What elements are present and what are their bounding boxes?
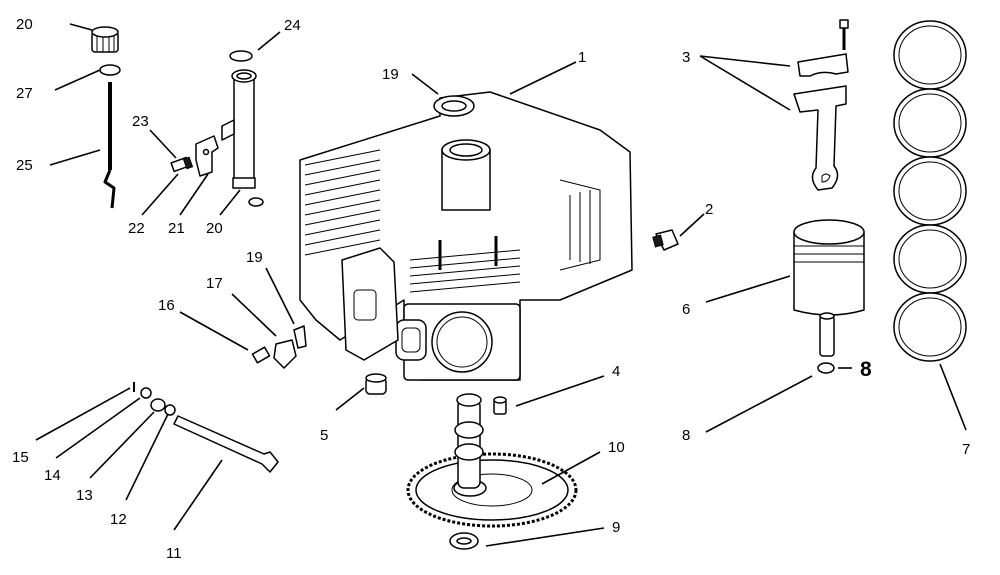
callout-8: 8 xyxy=(682,427,690,444)
connecting-rod xyxy=(793,85,847,191)
callout-11: 11 xyxy=(166,545,182,562)
oil-fill-cap xyxy=(91,26,119,53)
callout-23: 23 xyxy=(132,113,149,130)
callout-24: 24 xyxy=(284,17,301,34)
governor-lever xyxy=(273,339,297,369)
callout-1: 1 xyxy=(578,49,586,66)
callout-3: 3 xyxy=(682,49,690,66)
valve-tappet-right xyxy=(493,396,507,415)
callout-8-bold: 8 xyxy=(860,358,872,381)
cylinder-block xyxy=(299,91,633,381)
governor-bushing xyxy=(150,398,166,412)
callout-22: 22 xyxy=(128,220,145,237)
callout-17: 17 xyxy=(206,275,223,292)
callout-2: 2 xyxy=(705,201,713,218)
piston-pin xyxy=(819,312,835,357)
governor-lever-bolt xyxy=(251,346,271,364)
bracket-screw xyxy=(170,156,194,173)
leader-lines xyxy=(35,23,967,547)
governor-washer xyxy=(164,404,176,416)
camshaft-gear xyxy=(406,452,578,528)
callout-4: 4 xyxy=(612,363,620,380)
callout-labels: 20 27 25 24 23 22 21 20 19 1 2 3 7 6 8 8… xyxy=(12,16,970,562)
callout-16: 16 xyxy=(158,297,175,314)
callout-20: 20 xyxy=(206,220,223,237)
pin-retainer xyxy=(817,362,835,374)
connecting-rod-cap xyxy=(797,19,849,77)
callout-14: 14 xyxy=(44,467,61,484)
callout-19-top: 19 xyxy=(382,66,399,83)
callout-21: 21 xyxy=(168,220,185,237)
oil-fill-tube xyxy=(221,69,257,189)
callout-7: 7 xyxy=(962,441,970,458)
plug-fitting xyxy=(652,229,679,251)
callout-13: 13 xyxy=(76,487,93,504)
callout-15: 15 xyxy=(12,449,29,466)
callout-5: 5 xyxy=(320,427,328,444)
callout-25: 25 xyxy=(16,157,33,174)
callout-10: 10 xyxy=(608,439,625,456)
dipstick-o-ring xyxy=(99,64,121,76)
dipstick xyxy=(103,82,116,209)
callout-19-lever: 19 xyxy=(246,249,263,266)
tube-o-ring-top xyxy=(229,50,253,62)
piston xyxy=(793,219,865,316)
callout-6: 6 xyxy=(682,301,690,318)
tube-bracket xyxy=(195,135,219,177)
tube-o-ring-bottom xyxy=(248,197,264,207)
governor-lever-arm xyxy=(293,325,307,349)
oil-seal-top xyxy=(433,95,475,117)
governor-shaft xyxy=(173,415,279,473)
callout-12: 12 xyxy=(110,511,127,528)
piston-rings xyxy=(893,20,967,362)
callout-27: 27 xyxy=(16,85,33,102)
valve-tappet-left xyxy=(365,373,387,395)
governor-spacer xyxy=(140,387,152,399)
camshaft xyxy=(454,393,484,489)
callout-9: 9 xyxy=(612,519,620,536)
camshaft-washer xyxy=(449,532,479,550)
callout-26: 20 xyxy=(16,16,33,33)
